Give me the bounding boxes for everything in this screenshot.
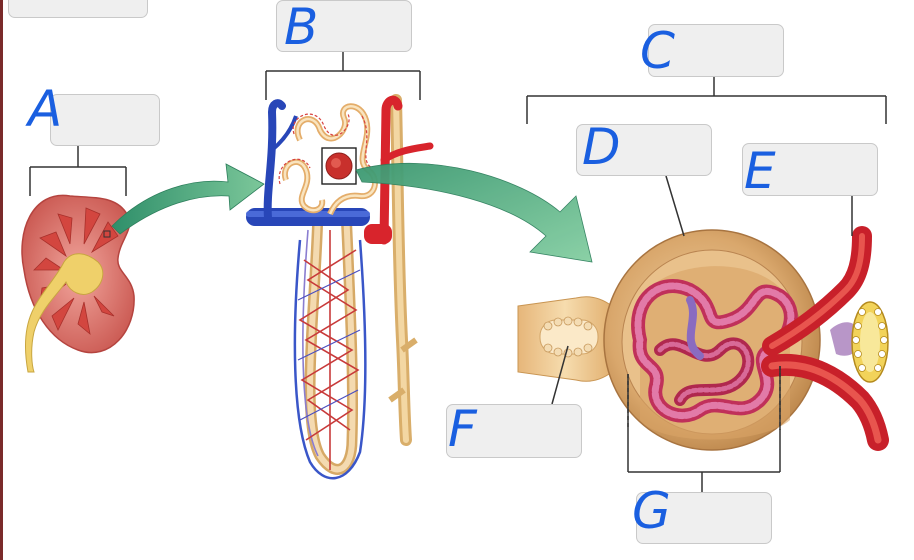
leader-d <box>665 175 685 237</box>
leader-lines <box>551 175 853 405</box>
left-edge-bar <box>0 0 3 560</box>
bracket-c <box>526 77 887 124</box>
label-box-a[interactable] <box>50 94 160 146</box>
renal-corpuscle-illustration <box>517 226 889 451</box>
label-box-top-left[interactable] <box>8 0 148 18</box>
leader-f <box>551 345 569 405</box>
letter-c: C <box>640 22 675 80</box>
bracket-a <box>29 146 127 196</box>
letter-d: D <box>582 118 621 176</box>
bracket-b <box>265 52 421 100</box>
letter-a: A <box>28 80 63 138</box>
bracket-g <box>627 366 781 492</box>
letter-b: B <box>284 0 319 56</box>
letter-f: F <box>448 400 477 458</box>
arrow-nephron-to-corpuscle <box>355 163 593 263</box>
label-box-d[interactable] <box>576 124 712 176</box>
label-box-b[interactable] <box>276 0 412 52</box>
nephron-illustration <box>246 94 434 480</box>
label-box-g[interactable] <box>636 492 772 544</box>
kidney-illustration <box>21 194 135 373</box>
letter-e: E <box>744 142 776 200</box>
arrow-kidney-to-nephron <box>111 163 265 235</box>
label-box-f[interactable] <box>446 404 582 458</box>
letter-g: G <box>632 482 671 540</box>
label-box-c[interactable] <box>648 24 784 77</box>
label-box-e[interactable] <box>742 143 878 196</box>
